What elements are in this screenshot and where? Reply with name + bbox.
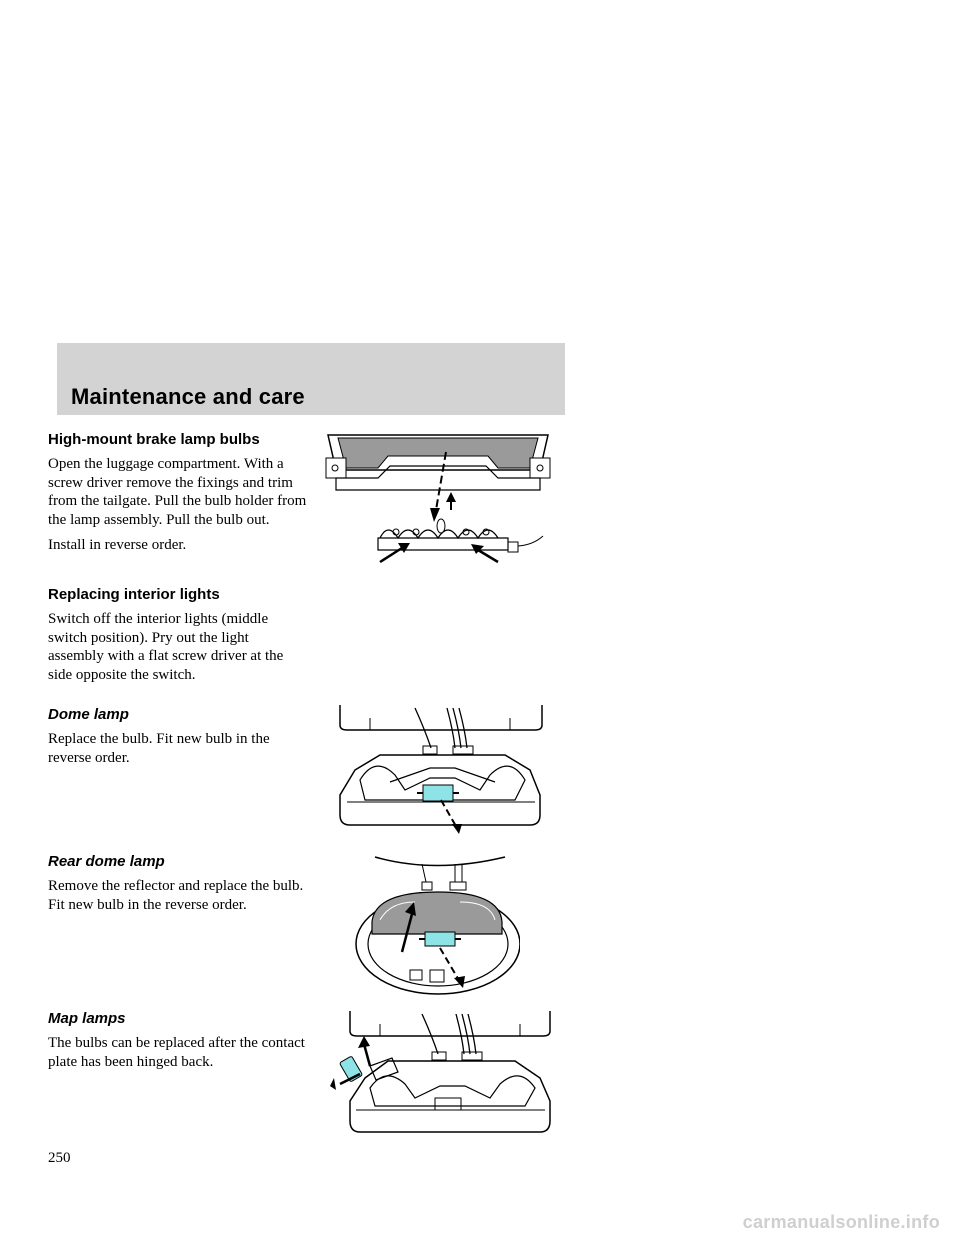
brake-lamp-diagram	[325, 434, 551, 564]
brake-lamp-install-note: Install in reverse order.	[48, 537, 187, 553]
dome-lamp-instructions: Replace the bulb. Fit new bulb in the re…	[48, 731, 270, 766]
map-lamps-section: Map lamps The bulbs can be replaced afte…	[48, 1010, 308, 1071]
dome-lamp-heading: Dome lamp	[48, 706, 129, 723]
interior-lights-heading: Replacing interior lights	[48, 586, 220, 603]
rear-dome-lamp-section: Rear dome lamp Remove the reflector and …	[48, 853, 308, 914]
section-header-band: Maintenance and care	[57, 343, 565, 415]
brake-lamp-heading: High-mount brake lamp bulbs	[48, 431, 260, 448]
brake-lamp-section: High-mount brake lamp bulbs Open the lug…	[48, 431, 308, 555]
map-lamps-instructions: The bulbs can be replaced after the cont…	[48, 1035, 305, 1070]
interior-lights-instructions: Switch off the interior lights (middle s…	[48, 611, 284, 683]
map-lamps-diagram	[330, 1011, 551, 1133]
brake-lamp-instructions: Open the luggage compartment. With a scr…	[48, 456, 307, 528]
watermark: carmanualsonline.info	[742, 1212, 940, 1232]
interior-lights-section: Replacing interior lights Switch off the…	[48, 586, 308, 684]
rear-dome-lamp-heading: Rear dome lamp	[48, 853, 165, 870]
rear-dome-lamp-diagram	[355, 856, 520, 995]
dome-lamp-section: Dome lamp Replace the bulb. Fit new bulb…	[48, 706, 308, 767]
dome-lamp-diagram	[339, 705, 543, 834]
rear-dome-lamp-instructions: Remove the reflector and replace the bul…	[48, 878, 304, 913]
map-lamps-heading: Map lamps	[48, 1010, 126, 1027]
section-title: Maintenance and care	[71, 384, 305, 409]
page-number: 250	[48, 1150, 71, 1166]
